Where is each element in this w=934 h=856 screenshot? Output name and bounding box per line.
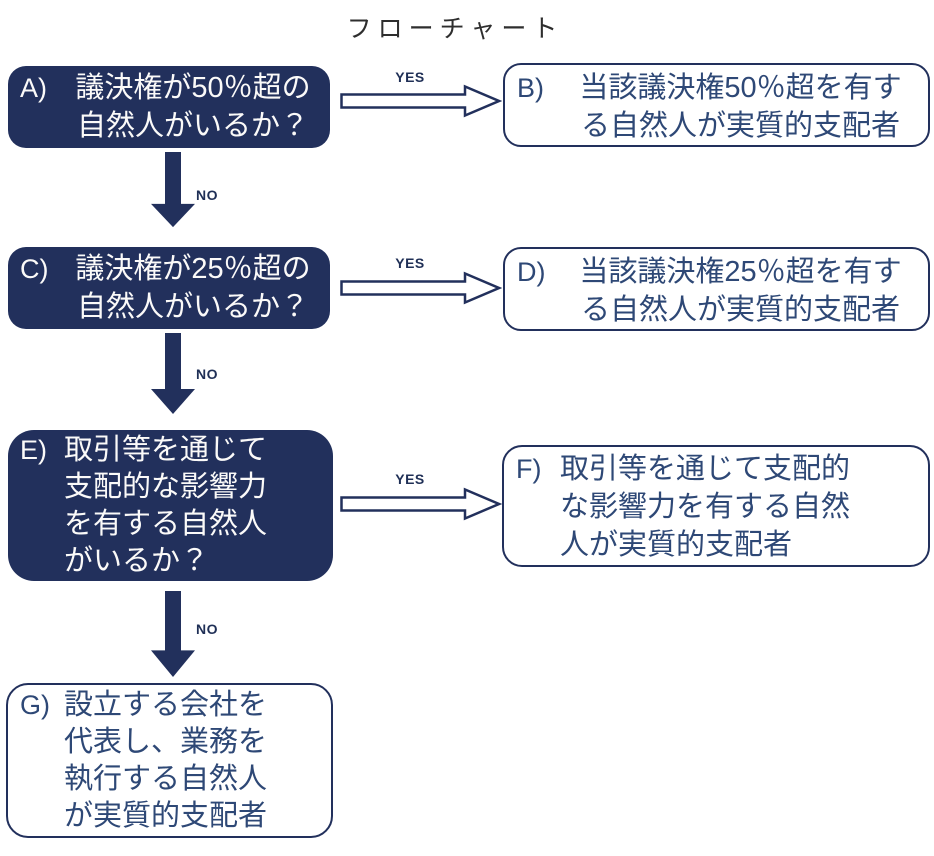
- node-g-line: 設立する会社を: [64, 689, 268, 721]
- edge-no-label-3: NO: [196, 621, 218, 637]
- node-g-line: が実質的支配者: [64, 800, 268, 832]
- no-arrow-down-icon: [151, 152, 195, 228]
- node-d-line: る自然人が実質的支配者: [580, 294, 900, 326]
- node-f-text: 取引等を通じて支配的 な影響力を有する自然 人が実質的支配者: [560, 450, 920, 564]
- node-c-label: C): [20, 254, 49, 284]
- page-title: フローチャート: [346, 15, 564, 43]
- edge-yes-label-2: YES: [395, 255, 425, 271]
- node-e-label: E): [20, 435, 47, 465]
- node-a-line: 自然人がいるか？: [76, 110, 309, 142]
- edge-yes-label-1: YES: [395, 69, 425, 85]
- node-f-line: 取引等を通じて支配的: [560, 453, 851, 485]
- node-f-line: 人が実質的支配者: [560, 529, 793, 561]
- yes-arrow-right-icon: [340, 271, 502, 305]
- node-e-text: 取引等を通じて 支配的な影響力 を有する自然人 がいるか？: [64, 432, 325, 580]
- node-f-result-influence: F) 取引等を通じて支配的 な影響力を有する自然 人が実質的支配者: [502, 445, 930, 567]
- node-g-label: G): [20, 690, 50, 720]
- node-b-line: る自然人が実質的支配者: [580, 110, 900, 142]
- node-c-line: 自然人がいるか？: [76, 291, 309, 323]
- node-f-line: な影響力を有する自然: [560, 491, 851, 523]
- node-d-line: 当該議決権25％超を有す: [579, 256, 902, 288]
- node-b-result-50pct: B) 当該議決権50％超を有す る自然人が実質的支配者: [503, 63, 930, 147]
- edge-no-label-2: NO: [196, 366, 218, 382]
- node-e-line: がいるか？: [64, 545, 210, 577]
- node-d-text: 当該議決権25％超を有す る自然人が実質的支配者: [561, 253, 920, 329]
- node-g-line: 代表し、業務を: [64, 726, 268, 758]
- edge-no-label-1: NO: [196, 187, 218, 203]
- node-b-line: 当該議決権50％超を有す: [579, 72, 902, 104]
- node-c-line: 議決権が25％超の: [75, 253, 311, 285]
- node-e-line: を有する自然人: [64, 508, 268, 540]
- node-a-label: A): [20, 73, 47, 103]
- yes-arrow-right-icon: [340, 84, 502, 118]
- node-e-line: 支配的な影響力: [64, 471, 268, 503]
- node-g-result-executive: G) 設立する会社を 代表し、業務を 執行する自然人 が実質的支配者: [6, 683, 333, 838]
- node-c-question-25pct: C) 議決権が25％超の 自然人がいるか？: [8, 247, 330, 329]
- node-f-label: F): [516, 454, 542, 484]
- node-g-line: 執行する自然人: [64, 763, 268, 795]
- node-c-text: 議決権が25％超の 自然人がいるか？: [64, 250, 322, 326]
- yes-arrow-right-icon: [340, 487, 502, 521]
- node-d-result-25pct: D) 当該議決権25％超を有す る自然人が実質的支配者: [503, 247, 930, 331]
- node-d-label: D): [517, 257, 546, 287]
- edge-yes-label-3: YES: [395, 471, 425, 487]
- no-arrow-down-icon: [151, 591, 195, 677]
- node-a-question-50pct: A) 議決権が50％超の 自然人がいるか？: [8, 66, 330, 148]
- node-b-label: B): [517, 73, 544, 103]
- node-g-text: 設立する会社を 代表し、業務を 執行する自然人 が実質的支配者: [64, 687, 323, 835]
- node-b-text: 当該議決権50％超を有す る自然人が実質的支配者: [561, 69, 920, 145]
- node-e-question-influence: E) 取引等を通じて 支配的な影響力 を有する自然人 がいるか？: [8, 430, 333, 581]
- node-e-line: 取引等を通じて: [64, 434, 268, 466]
- node-a-line: 議決権が50％超の: [75, 72, 311, 104]
- no-arrow-down-icon: [151, 333, 195, 414]
- node-a-text: 議決権が50％超の 自然人がいるか？: [64, 69, 322, 145]
